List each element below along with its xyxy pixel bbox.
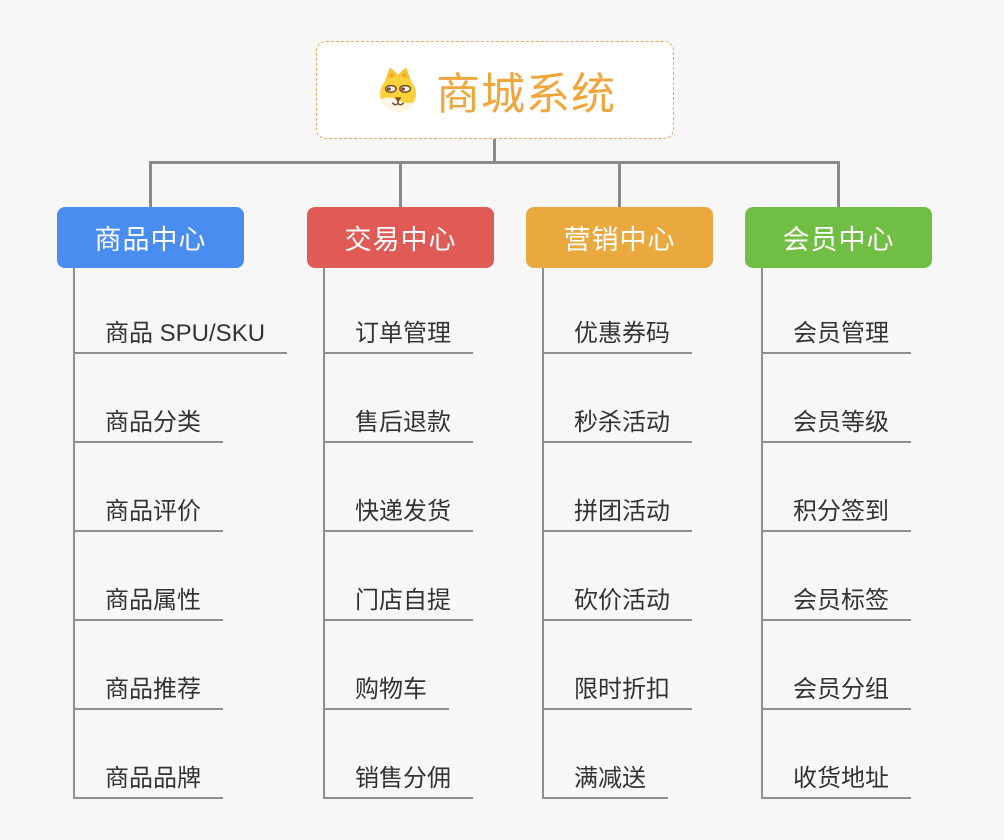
trunk-line <box>542 268 544 799</box>
root-title: 商城系统 <box>436 70 616 119</box>
connector-drop-trade <box>399 161 402 208</box>
leaf-item[interactable]: 满减送 <box>542 710 668 799</box>
branch-node-trade[interactable]: 交易中心 <box>307 207 494 268</box>
leaf-item[interactable]: 门店自提 <box>323 532 473 621</box>
leaf-item[interactable]: 商品分类 <box>73 354 223 443</box>
root-node[interactable]: 商城系统 <box>316 41 674 139</box>
branch-node-marketing[interactable]: 营销中心 <box>526 207 713 268</box>
branch-label: 商品中心 <box>94 225 207 255</box>
connector-drop-product <box>149 161 152 208</box>
leaf-item[interactable]: 会员管理 <box>761 268 911 354</box>
branch-label: 交易中心 <box>344 225 457 255</box>
branch-node-product[interactable]: 商品中心 <box>57 207 244 268</box>
leaf-item[interactable]: 售后退款 <box>323 354 473 443</box>
branch-children-product: 商品 SPU/SKU 商品分类 商品评价 商品属性 商品推荐 商品品牌 <box>73 268 288 799</box>
connector-root-stub <box>493 139 496 163</box>
leaf-item[interactable]: 优惠券码 <box>542 268 692 354</box>
leaf-item[interactable]: 商品 SPU/SKU <box>73 268 288 354</box>
leaf-item[interactable]: 销售分佣 <box>323 710 473 799</box>
leaf-item[interactable]: 商品评价 <box>73 443 223 532</box>
branch-node-member[interactable]: 会员中心 <box>745 207 932 268</box>
branch-children-trade: 订单管理 售后退款 快递发货 门店自提 购物车 销售分佣 <box>323 268 473 799</box>
leaf-item[interactable]: 订单管理 <box>323 268 473 354</box>
leaf-item[interactable]: 购物车 <box>323 621 449 710</box>
branch-children-marketing: 优惠券码 秒杀活动 拼团活动 砍价活动 限时折扣 满减送 <box>542 268 692 799</box>
branch-label: 营销中心 <box>563 225 676 255</box>
leaf-item[interactable]: 积分签到 <box>761 443 911 532</box>
leaf-item[interactable]: 会员等级 <box>761 354 911 443</box>
leaf-item[interactable]: 快递发货 <box>323 443 473 532</box>
trunk-line <box>761 268 763 799</box>
leaf-item[interactable]: 收货地址 <box>761 710 911 799</box>
branch-label: 会员中心 <box>782 225 895 255</box>
leaf-item[interactable]: 会员分组 <box>761 621 911 710</box>
trunk-line <box>323 268 325 799</box>
leaf-item[interactable]: 秒杀活动 <box>542 354 692 443</box>
connector-drop-member <box>837 161 840 208</box>
connector-drop-marketing <box>618 161 621 208</box>
leaf-item[interactable]: 砍价活动 <box>542 532 692 621</box>
branch-children-member: 会员管理 会员等级 积分签到 会员标签 会员分组 收货地址 <box>761 268 911 799</box>
leaf-item[interactable]: 商品推荐 <box>73 621 223 710</box>
leaf-item[interactable]: 会员标签 <box>761 532 911 621</box>
shiba-dog-icon <box>374 66 422 114</box>
leaf-item[interactable]: 拼团活动 <box>542 443 692 532</box>
trunk-line <box>73 268 75 799</box>
leaf-item[interactable]: 商品品牌 <box>73 710 223 799</box>
connector-bus-line <box>149 161 840 164</box>
leaf-item[interactable]: 商品属性 <box>73 532 223 621</box>
leaf-item[interactable]: 限时折扣 <box>542 621 692 710</box>
